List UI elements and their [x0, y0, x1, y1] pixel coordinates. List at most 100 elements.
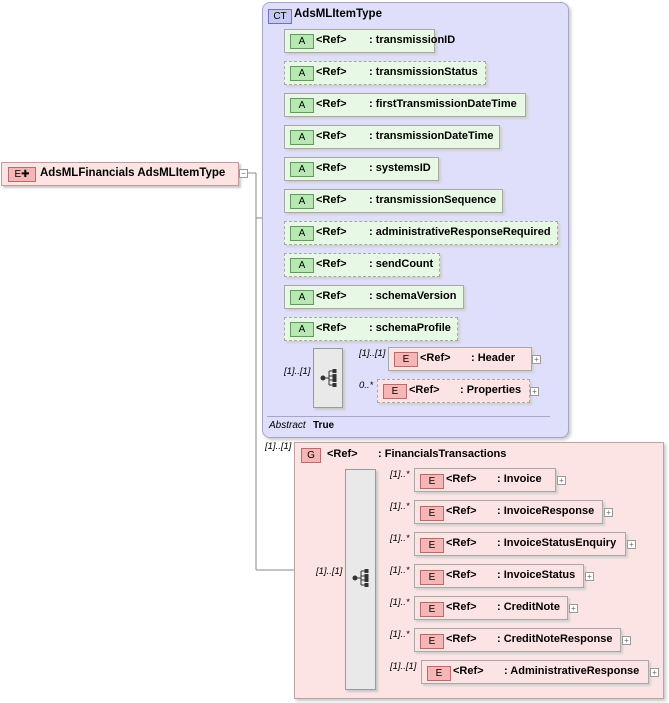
administrativeresponse-cardinality: [1]..[1]: [390, 661, 417, 672]
element-ref: <Ref>: [409, 384, 440, 396]
complex-type-title: AdsMLItemType: [294, 8, 382, 20]
attribute-transmissionstatus[interactable]: A <Ref> : transmissionStatus: [284, 61, 486, 85]
element-badge-icon: E: [420, 634, 444, 649]
attribute-badge-icon: A: [290, 162, 314, 177]
sequence-icon: [352, 569, 369, 587]
creditnote-cardinality: [1]..*: [390, 597, 410, 608]
group-name: : FinancialsTransactions: [378, 448, 507, 460]
abstract-label: Abstract: [269, 420, 306, 431]
attribute-name: : sendCount: [369, 258, 434, 270]
attribute-badge-icon: A: [290, 194, 314, 209]
attribute-name: : schemaProfile: [369, 322, 451, 334]
element-name: : Properties: [460, 384, 522, 396]
group-sequence-cardinality: [1]..[1]: [316, 566, 343, 577]
attribute-sendcount[interactable]: A <Ref> : sendCount: [284, 253, 440, 277]
element-badge-icon: E: [383, 384, 407, 399]
attribute-administrativeresponserequired[interactable]: A <Ref> : administrativeResponseRequired: [284, 221, 558, 245]
ct-sequence-compositor[interactable]: [313, 348, 343, 408]
element-name: : CreditNoteResponse: [497, 633, 613, 645]
element-invoicestatusenquiry[interactable]: E <Ref> : InvoiceStatusEnquiry: [414, 532, 626, 556]
attribute-name: : administrativeResponseRequired: [369, 226, 551, 238]
attribute-transmissiondatetime[interactable]: A <Ref> : transmissionDateTime: [284, 125, 500, 149]
attribute-badge-icon: A: [290, 290, 314, 305]
plus-icon[interactable]: +: [650, 668, 659, 677]
attribute-ref: <Ref>: [316, 66, 347, 78]
element-badge-icon: E✚: [8, 167, 36, 182]
element-ref: <Ref>: [453, 665, 484, 677]
element-administrativeresponse[interactable]: E <Ref> : AdministrativeResponse: [421, 660, 649, 684]
plus-icon[interactable]: +: [585, 572, 594, 581]
attribute-ref: <Ref>: [316, 34, 347, 46]
attribute-ref: <Ref>: [316, 130, 347, 142]
attribute-badge-icon: A: [290, 98, 314, 113]
element-name: : InvoiceStatusEnquiry: [497, 537, 617, 549]
element-badge-icon: E: [420, 506, 444, 521]
root-element-type: AdsMLItemType: [137, 167, 226, 179]
invoicestatus-cardinality: [1]..*: [390, 565, 410, 576]
root-element-adsmlfinancials[interactable]: E✚ AdsMLFinancials AdsMLItemType: [1, 162, 239, 186]
plus-icon[interactable]: +: [622, 636, 631, 645]
element-header[interactable]: E <Ref> : Header: [388, 347, 532, 371]
plus-icon[interactable]: +: [604, 508, 613, 517]
element-invoice[interactable]: E <Ref> : Invoice: [414, 468, 556, 492]
attribute-name: : transmissionSequence: [369, 194, 497, 206]
attribute-ref: <Ref>: [316, 290, 347, 302]
group-badge-icon: G: [301, 448, 321, 463]
element-name: : InvoiceResponse: [497, 505, 595, 517]
element-ref: <Ref>: [446, 601, 477, 613]
attribute-name: : firstTransmissionDateTime: [369, 98, 517, 110]
plus-icon[interactable]: +: [530, 387, 539, 396]
group-cardinality: [1]..[1]: [265, 441, 292, 452]
attribute-badge-icon: A: [290, 322, 314, 337]
element-name: : AdministrativeResponse: [504, 665, 640, 677]
attribute-ref: <Ref>: [316, 226, 347, 238]
attribute-name: : transmissionStatus: [369, 66, 478, 78]
attribute-ref: <Ref>: [316, 98, 347, 110]
attribute-schemaprofile[interactable]: A <Ref> : schemaProfile: [284, 317, 458, 341]
element-badge-icon: E: [420, 570, 444, 585]
attribute-badge-icon: A: [290, 226, 314, 241]
plus-icon[interactable]: +: [627, 540, 636, 549]
sequence-icon: [320, 369, 337, 387]
creditnoteresponse-cardinality: [1]..*: [390, 629, 410, 640]
attribute-badge-icon: A: [290, 34, 314, 49]
element-name: : Header: [471, 352, 516, 364]
element-badge-icon: E: [427, 666, 451, 681]
root-element-name: AdsMLFinancials: [40, 167, 135, 179]
attribute-name: : systemsID: [369, 162, 431, 174]
header-cardinality: [1]..[1]: [359, 348, 386, 359]
attribute-firsttransmissiondatetime[interactable]: A <Ref> : firstTransmissionDateTime: [284, 93, 526, 117]
attribute-ref: <Ref>: [316, 194, 347, 206]
attribute-badge-icon: A: [290, 66, 314, 81]
element-invoiceresponse[interactable]: E <Ref> : InvoiceResponse: [414, 500, 603, 524]
element-ref: <Ref>: [446, 537, 477, 549]
element-name: : Invoice: [497, 473, 542, 485]
element-ref: <Ref>: [446, 569, 477, 581]
attribute-name: : transmissionID: [369, 34, 456, 46]
attribute-transmissionid[interactable]: A <Ref> : transmissionID: [284, 29, 455, 53]
attribute-ref: <Ref>: [316, 322, 347, 334]
attribute-badge-icon: A: [290, 258, 314, 273]
plus-icon[interactable]: +: [569, 604, 578, 613]
element-ref: <Ref>: [420, 352, 451, 364]
element-creditnote[interactable]: E <Ref> : CreditNote: [414, 596, 568, 620]
element-creditnoteresponse[interactable]: E <Ref> : CreditNoteResponse: [414, 628, 621, 652]
element-invoicestatus[interactable]: E <Ref> : InvoiceStatus: [414, 564, 584, 588]
element-badge-icon: E: [394, 352, 418, 367]
group-sequence-compositor[interactable]: [345, 469, 376, 690]
attribute-ref: <Ref>: [316, 258, 347, 270]
attribute-name: : transmissionDateTime: [369, 130, 494, 142]
invoiceresponse-cardinality: [1]..*: [390, 501, 410, 512]
plus-icon[interactable]: +: [557, 476, 566, 485]
attribute-transmissionsequence[interactable]: A <Ref> : transmissionSequence: [284, 189, 503, 213]
abstract-value: True: [313, 420, 335, 431]
element-ref: <Ref>: [446, 473, 477, 485]
attribute-schemaversion[interactable]: A <Ref> : schemaVersion: [284, 285, 464, 309]
abstract-divider: [267, 416, 550, 417]
plus-icon[interactable]: +: [532, 355, 541, 364]
attribute-systemsid[interactable]: A <Ref> : systemsID: [284, 157, 439, 181]
minus-icon[interactable]: −: [239, 169, 248, 178]
element-properties[interactable]: E <Ref> : Properties: [377, 379, 530, 403]
element-name: : InvoiceStatus: [497, 569, 576, 581]
invoice-cardinality: [1]..*: [390, 469, 410, 480]
